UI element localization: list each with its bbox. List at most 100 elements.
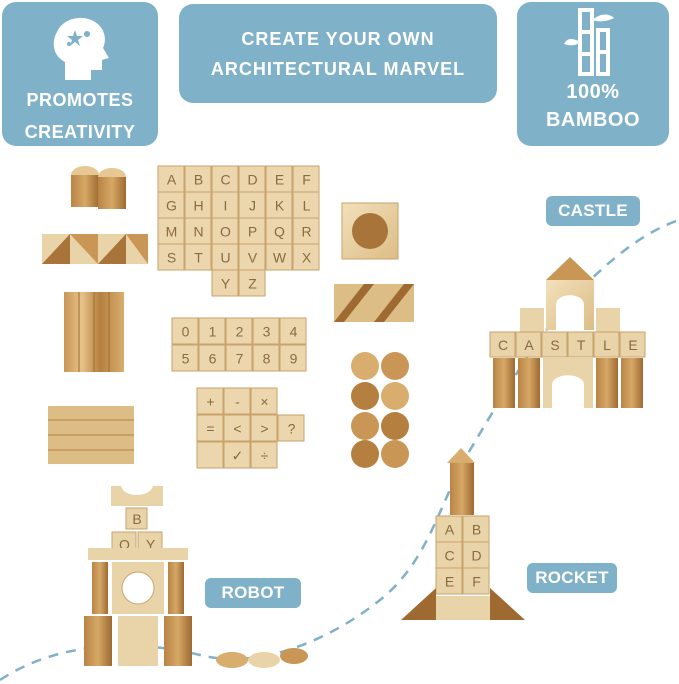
disc-stack [351,352,409,468]
alphabet-block: C [211,165,239,193]
svg-text:T: T [577,337,586,353]
symbol-block: < [223,414,251,442]
bamboo-panel: 100% BAMBOO [517,2,669,146]
symbols-grid: +-×=<>?✓÷ [196,387,305,469]
svg-text:E: E [628,337,637,353]
svg-text:T: T [194,250,203,266]
svg-text:✓: ✓ [232,448,244,464]
svg-text:F: F [302,172,311,188]
alphabet-block: N [184,217,212,245]
castle-letter-block: L [593,331,620,358]
svg-text:L: L [303,198,311,214]
svg-text:V: V [248,250,258,266]
number-block: 1 [198,317,226,345]
number-block: 0 [171,317,199,345]
svg-text:×: × [260,394,268,410]
headline-panel: CREATE YOUR OWN ARCHITECTURAL MARVEL [179,4,497,103]
symbol-block: + [196,387,224,415]
svg-text:÷: ÷ [261,448,269,464]
svg-text:Y: Y [221,276,231,292]
svg-text:I: I [224,198,228,214]
castle-letter-block: A [515,331,542,358]
symbol-block: × [250,387,278,415]
alphabet-block: G [157,191,185,219]
robot-tag: ROBOT [205,578,301,608]
creativity-label: CREATIVITY [24,122,136,142]
svg-text:P: P [248,224,257,240]
svg-text:A: A [524,337,534,353]
svg-text:9: 9 [290,351,298,367]
promotes-creativity-panel: PROMOTES CREATIVITY [2,2,158,146]
number-block: 3 [252,317,280,345]
symbol-block [196,441,224,469]
svg-text:D: D [471,548,481,564]
svg-text:A: A [167,172,177,188]
alphabet-block: I [211,191,239,219]
svg-text:N: N [193,224,203,240]
svg-text:W: W [273,250,287,266]
alphabet-block: V [238,243,266,271]
svg-text:7: 7 [236,351,244,367]
bamboo-label: BAMBOO [545,109,641,131]
svg-text:C: C [498,337,508,353]
alphabet-block: A [157,165,185,193]
svg-text:-: - [235,394,240,410]
alphabet-block: O [211,217,239,245]
arch-cube [341,202,399,260]
svg-text:U: U [220,250,230,266]
svg-text:J: J [249,198,256,214]
bamboo-icon [564,8,614,76]
svg-text:X: X [302,250,312,266]
number-block: 8 [252,344,280,372]
alphabet-block: E [265,165,293,193]
symbol-block: ÷ [250,441,278,469]
number-block: 6 [198,344,226,372]
svg-text:O: O [119,537,130,553]
diagonal-blocks [334,284,414,322]
alphabet-block: D [238,165,266,193]
castle-letter-block: S [541,331,568,358]
svg-text:A: A [445,522,455,538]
svg-text:C: C [220,172,230,188]
number-block: 5 [171,344,199,372]
symbol-block: - [223,387,251,415]
svg-text:R: R [301,224,311,240]
headline-line2: ARCHITECTURAL MARVEL [210,58,466,79]
robot-letter-block: B [125,507,148,530]
svg-text:K: K [275,198,285,214]
alphabet-block: W [265,243,293,271]
svg-text:+: + [206,394,214,410]
symbol-block: > [250,414,278,442]
rocket-letter-block: A [435,515,463,543]
svg-text:L: L [603,337,611,353]
svg-text:B: B [472,522,481,538]
alphabet-block: P [238,217,266,245]
head-stars-icon [53,17,109,80]
svg-text:2: 2 [236,324,244,340]
alphabet-block: L [292,191,320,219]
number-block: 4 [279,317,307,345]
pillar-blocks [64,292,124,372]
alphabet-block: F [292,165,320,193]
alphabet-block: U [211,243,239,271]
alphabet-block: H [184,191,212,219]
alphabet-block: Z [238,269,266,297]
castle-tag: CASTLE [546,196,640,226]
rocket-letter-block: C [435,541,463,569]
svg-text:5: 5 [182,351,190,367]
svg-text:H: H [193,198,203,214]
svg-text:6: 6 [209,351,217,367]
svg-text:<: < [233,421,241,437]
alphabet-block: M [157,217,185,245]
alphabet-block: S [157,243,185,271]
svg-text:M: M [166,224,178,240]
svg-text:O: O [220,224,231,240]
symbol-block: ✓ [223,441,251,469]
rocket-letter-block: B [462,515,490,543]
svg-text:=: = [206,421,214,437]
svg-text:3: 3 [263,324,271,340]
